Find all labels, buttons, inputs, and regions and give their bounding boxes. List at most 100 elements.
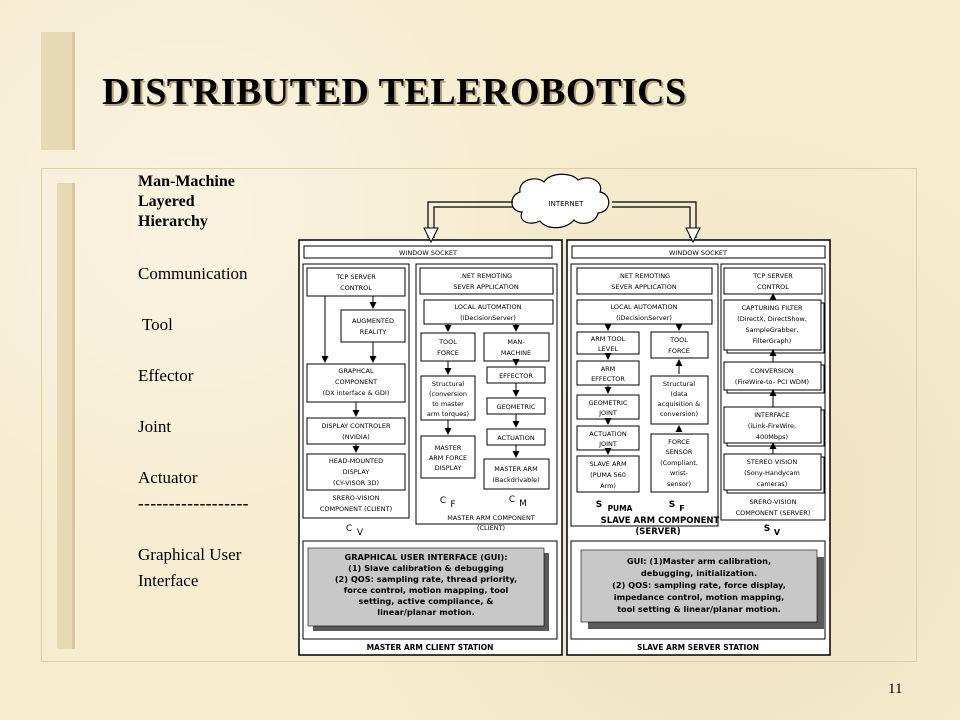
master-arm-component-label-1: MASTER ARM COMPONENT xyxy=(447,514,535,522)
server-tcp-server-control xyxy=(723,267,823,295)
level-joint: Joint xyxy=(138,417,172,436)
client-gui-line-3: (2) QOS: sampling rate, thread priority, xyxy=(335,574,517,584)
client-vision-column xyxy=(302,263,410,519)
force-display-label-2: ARM FORCE xyxy=(429,454,467,462)
actuation-joint-label-2: JOINT xyxy=(598,440,617,448)
label-cv-c: C xyxy=(346,524,352,534)
force-sensor-label-1: FORCE xyxy=(668,438,690,446)
slave-arm-component-label-2: (SERVER) xyxy=(635,527,680,537)
man-machine-label-2: MACHINE xyxy=(501,349,531,357)
client-window-socket xyxy=(303,245,553,259)
slide-number: 11 xyxy=(888,681,903,697)
server-net-remoting-label-2: SEVER APPLICATION xyxy=(611,283,677,291)
server-gui-line-2: debugging, initialization. xyxy=(641,568,757,578)
geometric-joint-label-1: GEOMETRIC xyxy=(589,399,628,407)
server-gui-line-5: tool setting & linear/planar motion. xyxy=(617,604,781,614)
capturing-filter-label-2: (DirectX, DirectShow, xyxy=(737,315,807,323)
force-display-label-1: MASTER xyxy=(435,444,462,452)
internet-label: INTERNET xyxy=(549,200,585,208)
level-effector: Effector xyxy=(138,366,194,385)
server-tool-force-label-2: FORCE xyxy=(668,347,690,355)
client-tool-force-label-2: FORCE xyxy=(437,349,459,357)
server-gui-box xyxy=(580,549,818,623)
augmented-reality-label-2: REALITY xyxy=(360,328,387,336)
interface-label-2: (iLink-FireWire, xyxy=(748,422,796,430)
man-machine-label-1: MAN- xyxy=(507,338,525,346)
server-arm-column xyxy=(570,263,719,527)
geometric-label: GEOMETRIC xyxy=(497,403,536,411)
client-structural-label-1: Structural xyxy=(432,380,464,388)
client-net-remoting-box xyxy=(419,267,554,295)
client-vision-arrows xyxy=(321,296,377,453)
client-tcp-server-control xyxy=(306,267,406,297)
capturing-filter-label-1: CAPTURING FILTER xyxy=(741,304,802,312)
conversion-label-1: CONVERSION xyxy=(750,367,794,375)
server-gui-line-3: (2) QOS: sampling rate, force display, xyxy=(612,580,786,590)
server-station-label: SLAVE ARM SERVER STATION xyxy=(637,643,759,652)
augmented-reality-box xyxy=(340,309,406,343)
client-stereo-vision-label-1: SRERO-VISION xyxy=(333,494,380,502)
client-gui-line-2: (1) Slave calibration & debugging xyxy=(348,563,504,573)
server-tcp-label-1: TCP SERVER xyxy=(752,272,793,280)
level-gui-line1: Graphical User xyxy=(138,545,242,564)
arm-effector-label-1: ARM xyxy=(601,365,616,373)
server-structural-label-2: (data xyxy=(670,390,687,398)
server-structural-box xyxy=(650,375,709,425)
server-net-remoting-box xyxy=(576,267,713,295)
label-sv-v: V xyxy=(774,528,781,537)
arm-tool-level-label-1: ARM TOOL xyxy=(591,335,626,343)
augmented-reality-label-1: AUGMENTED xyxy=(352,317,394,325)
arm-tool-level-label-2: LEVEL xyxy=(598,345,618,353)
client-gui-line-1: GRAPHICAL USER INTERFACE (GUI): xyxy=(345,552,508,562)
decorative-bar-top xyxy=(41,32,75,150)
client-structural-label-3: to master xyxy=(432,400,464,408)
client-local-automation-label-1: LOCAL AUTOMATION xyxy=(455,303,522,311)
server-stereo-vision-label-1: SRERO-VISION xyxy=(750,498,797,506)
arm-effector-label-2: EFFECTOR xyxy=(591,375,625,383)
client-tool-force-box xyxy=(420,332,476,362)
label-cm-c: C xyxy=(509,495,515,505)
master-arm-component-label-2: (CLIENT) xyxy=(477,524,505,532)
force-display-label-3: DISPLAY xyxy=(435,464,462,472)
level-separator: ------------------ xyxy=(138,494,249,513)
server-structural-label-3: acquisition & xyxy=(658,400,700,408)
slave-arm-label-1: SLAVE ARM xyxy=(589,460,626,468)
slave-arm-label-2: (PUMA 560 xyxy=(590,471,626,479)
label-sf-s: S xyxy=(669,500,675,510)
server-tool-force-label-1: TOOL xyxy=(669,336,688,344)
geometric-joint-box xyxy=(576,394,640,420)
force-sensor-label-3: (Compliant, xyxy=(660,459,698,467)
server-arm-arrows xyxy=(604,324,683,455)
level-gui-line2: Interface xyxy=(138,571,199,590)
label-spuma-s: S xyxy=(596,500,602,510)
hmd-label-2: DISPLAY xyxy=(343,468,370,476)
effector-label: EFFECTOR xyxy=(499,372,533,380)
internet-arrow-client xyxy=(423,227,439,244)
force-sensor-box xyxy=(650,433,709,493)
level-actuator: Actuator xyxy=(138,468,198,487)
server-tcp-label-2: CONTROL xyxy=(757,283,789,291)
label-cf-c: C xyxy=(440,496,446,506)
capturing-filter-label-4: FilterGraph) xyxy=(753,337,792,345)
client-gui-line-4: force control, motion mapping, tool xyxy=(344,585,509,595)
server-stereo-vision-label-2: COMPONENT (SERVER) xyxy=(736,509,811,517)
client-arm-arrows xyxy=(444,324,520,458)
client-tool-force-label-1: TOOL xyxy=(438,338,457,346)
label-cm-m: M xyxy=(519,499,527,509)
force-sensor-label-4: wrist- xyxy=(670,469,689,477)
display-controller-label-1: DISPLAY CONTROLER xyxy=(321,422,391,430)
server-local-automation-label-1: LOCAL AUTOMATION xyxy=(611,303,678,311)
master-arm-box xyxy=(483,458,550,490)
display-controller-label-2: (NVIDIA) xyxy=(342,433,370,441)
server-window-socket-label: WINDOW SOCKET xyxy=(669,249,727,257)
actuation-joint-label-1: ACTUATION xyxy=(589,430,627,438)
client-net-remoting-label-1: .NET REMOTING xyxy=(460,272,512,280)
client-structural-box xyxy=(420,375,476,421)
force-sensor-label-5: sensor) xyxy=(667,480,691,488)
server-gui-line-4: impedance control, motion mapping, xyxy=(614,592,784,602)
label-spuma-puma: PUMA xyxy=(608,504,633,513)
server-gui-line-1: GUI: (1)Master arm calibration, xyxy=(627,556,771,566)
force-sensor-label-2: SENSOR xyxy=(666,448,693,456)
client-stereo-vision-label-2: COMPONENT (CLIENT) xyxy=(320,505,392,513)
display-controller-box xyxy=(306,417,406,445)
